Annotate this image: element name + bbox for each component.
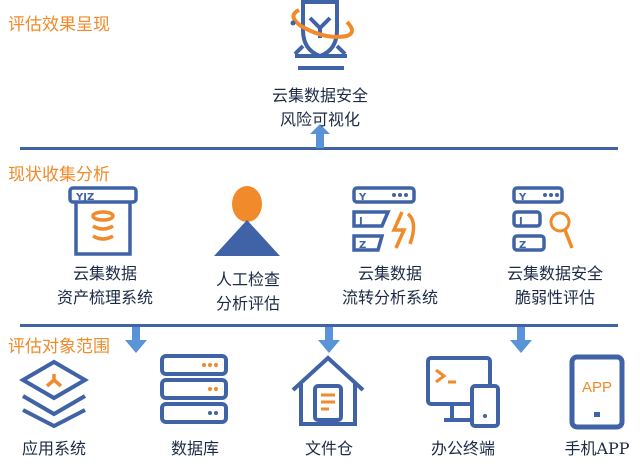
label-line: 云集数据 <box>72 264 138 283</box>
section-title-result: 评估效果呈现 <box>8 15 110 35</box>
label-line: 流转分析系统 <box>341 288 439 307</box>
bottom-label: 数据库 <box>170 439 220 458</box>
top-label: 云集数据安全 风险可视化 <box>272 84 368 132</box>
file-house-icon <box>291 355 365 426</box>
divider-line <box>20 147 618 150</box>
arrow-down-icon <box>318 327 340 353</box>
middle-label: 云集数据安全脆弱性评估 <box>507 262 603 310</box>
layers-icon <box>19 359 89 428</box>
label-line: 云集数据 <box>357 264 423 283</box>
svg-text:Y: Y <box>358 192 367 203</box>
label-line: 云集数据安全 <box>506 264 604 283</box>
arrow-down-icon <box>125 327 147 353</box>
label-line: 资产梳理系统 <box>56 288 154 307</box>
svg-text:J: J <box>358 216 363 227</box>
label-line: 云集数据安全 <box>271 86 369 105</box>
label-line: 人工检查 <box>215 270 281 289</box>
label-line: 脆弱性评估 <box>514 288 596 307</box>
arrow-up-icon <box>310 124 330 148</box>
divider-line <box>20 324 618 327</box>
security-visualization-icon <box>290 0 354 70</box>
svg-text:YJZ: YJZ <box>75 192 94 203</box>
svg-text:Z: Z <box>519 240 526 251</box>
middle-label: 云集数据资产梳理系统 <box>57 262 153 310</box>
terminal-icon <box>426 356 500 428</box>
svg-text:Y: Y <box>518 192 527 203</box>
bottom-label: 办公终端 <box>430 439 496 458</box>
section-title-scope: 评估对象范围 <box>8 337 110 357</box>
flow-icon: Y J Z <box>352 186 416 252</box>
svg-text:APP: APP <box>582 379 612 396</box>
svg-text:Z: Z <box>359 240 366 251</box>
database-doc-icon: YJZ <box>68 186 138 256</box>
bottom-label: 文件仓 <box>304 439 354 458</box>
bottom-label: 应用系统 <box>21 439 87 458</box>
vulnerability-search-icon: Y J Z <box>512 186 574 252</box>
arrow-down-icon <box>510 327 532 353</box>
middle-label: 人工检查分析评估 <box>216 268 280 316</box>
server-icon <box>160 354 228 424</box>
middle-label: 云集数据流转分析系统 <box>342 262 438 310</box>
section-title-collect: 现状收集分析 <box>8 165 110 185</box>
tablet-icon: APP <box>569 354 625 430</box>
bottom-label: 手机APP <box>564 439 630 458</box>
person-icon <box>214 186 280 256</box>
svg-text:J: J <box>518 216 523 227</box>
label-line: 风险可视化 <box>279 110 361 129</box>
label-line: 分析评估 <box>215 294 281 313</box>
